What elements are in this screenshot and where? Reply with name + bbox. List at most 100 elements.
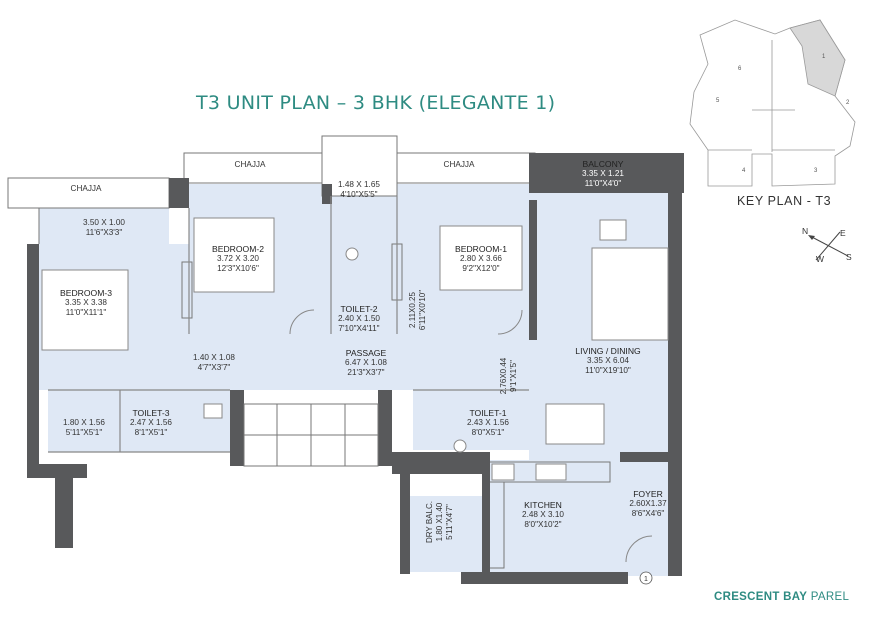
wall <box>529 200 537 340</box>
wall <box>55 478 73 548</box>
bedroom2-metric: 3.72 X 3.20 <box>217 254 259 263</box>
bedroom3-balcony-floor <box>39 208 169 244</box>
wc-2 <box>345 247 359 261</box>
entry-marker-label: 1 <box>644 576 648 583</box>
shaft-label: 2.76X0.44 9'1"X1'5" <box>499 358 519 394</box>
store-left-metric: 1.80 X 1.56 <box>63 418 105 427</box>
shaft-metric: 2.76X0.44 <box>499 357 508 395</box>
toilet1-floor <box>413 390 529 450</box>
foyer-metric: 2.60X1.37 <box>629 499 667 508</box>
furniture <box>41 217 669 481</box>
bedroom3-balcony-metric: 3.50 X 1.00 <box>83 218 125 227</box>
balcony-label: BALCONY 3.35 X 1.21 11'0"X4'0" <box>582 159 624 189</box>
toilet3-label: TOILET-3 2.47 X 1.56 8'1"X5'1" <box>130 408 172 438</box>
key-plan-caption: KEY PLAN - T3 <box>737 194 832 208</box>
key-unit-5-label: 5 <box>716 98 720 104</box>
wall <box>620 452 668 462</box>
toilet3-imperial: 8'1"X5'1" <box>134 428 168 437</box>
wall <box>230 390 244 466</box>
toilet2-imperial: 7'10"X4'11" <box>338 324 380 333</box>
foyer-imperial: 8'6"X4'6" <box>631 509 665 518</box>
brand-name: CRESCENT BAY <box>714 591 808 603</box>
duct-imperial: 6'11"X0'10" <box>418 289 427 331</box>
key-unit-6-label: 6 <box>738 66 742 72</box>
compass-e: E <box>840 228 846 238</box>
bedroom3-label: BEDROOM-3 3.35 X 3.38 11'0"X11'1" <box>60 288 112 318</box>
key-unit-4-label: 4 <box>742 168 746 174</box>
key-plan-drawing <box>689 19 856 187</box>
interior-partitions <box>48 196 529 453</box>
key-unit-1 <box>789 19 846 97</box>
dry-balcony-name: DRY BALC. <box>425 501 434 543</box>
kitchen-name: KITCHEN <box>524 500 562 510</box>
wall <box>169 178 189 208</box>
compass-s: S <box>846 252 852 262</box>
bedroom1-label: BEDROOM-1 2.80 X 3.66 9'2"X12'0" <box>455 244 507 274</box>
store-left-imperial: 5'11"X5'1" <box>65 428 103 437</box>
living-name: LIVING / DINING <box>575 346 641 356</box>
bedroom1-metric: 2.80 X 3.66 <box>460 254 502 263</box>
dry-balcony-label: DRY BALC. 1.80 X1.40 5'11"X4'7" <box>425 501 455 543</box>
sink-3 <box>203 403 223 419</box>
foyer-name: FOYER <box>633 489 663 499</box>
bedroom3-metric: 3.35 X 3.38 <box>65 298 107 307</box>
wall-balcony <box>536 153 684 193</box>
kitchen-imperial: 8'0"X10'2" <box>524 520 562 529</box>
wall <box>378 390 392 466</box>
wall <box>482 452 490 572</box>
walls <box>27 153 684 584</box>
bed-1 <box>439 225 523 291</box>
wall <box>27 244 39 464</box>
stairs <box>243 403 379 467</box>
toilet3-floor <box>48 390 230 452</box>
bedroom3-name: BEDROOM-3 <box>59 288 113 298</box>
bedroom2-label: BEDROOM-2 3.72 X 3.20 12'3"X10'6" <box>212 244 264 274</box>
lobby-metric: 1.40 X 1.08 <box>193 353 235 362</box>
brand-suffix: PAREL <box>810 591 850 603</box>
key-unit-numbers: 1 2 3 4 5 6 <box>716 54 850 174</box>
key-unit-3-label: 3 <box>814 168 818 174</box>
compass-w: W <box>816 254 825 264</box>
shaft-imperial: 9'1"X1'5" <box>509 360 518 392</box>
kitchen-sink <box>491 463 515 481</box>
balcony-name: BALCONY <box>582 159 624 169</box>
passage-label: PASSAGE 6.47 X 1.08 21'3"X3'7" <box>345 348 387 378</box>
drybalc-floor <box>409 496 482 572</box>
passage-name: PASSAGE <box>345 348 387 358</box>
duct-metric: 2.11X0.25 <box>408 292 417 328</box>
toilet2-label: TOILET-2 2.40 X 1.50 7'10"X4'11" <box>338 304 380 334</box>
chajja-right-label: CHAJJA <box>443 160 475 169</box>
living-imperial: 11'0"X19'10" <box>585 366 631 375</box>
wall <box>27 464 87 478</box>
dry-balcony-metric: 1.80 X1.40 <box>435 502 444 542</box>
armchair <box>599 219 627 241</box>
balcony-metric: 3.35 X 1.21 <box>582 169 624 178</box>
key-unit-1-label: 1 <box>822 54 826 60</box>
bed-2 <box>193 217 275 293</box>
top-store-metric: 1.48 X 1.65 <box>338 180 380 189</box>
compass-n: N <box>802 226 809 236</box>
toilet1-metric: 2.43 X 1.56 <box>467 418 509 427</box>
top-store-imperial: 4'10"X5'5" <box>340 190 378 199</box>
wardrobe-1 <box>181 261 193 319</box>
passage-imperial: 21'3"X3'7" <box>347 368 385 377</box>
wall <box>461 572 628 584</box>
doors <box>289 309 653 563</box>
compass: N E S W <box>800 224 860 268</box>
bed-3 <box>41 269 129 351</box>
lobby-label: 1.40 X 1.08 4'7"X3'7" <box>193 353 235 373</box>
toilet2-floor <box>331 196 397 336</box>
wc-1 <box>453 439 467 453</box>
toilet1-imperial: 8'0"X5'1" <box>471 428 505 437</box>
bedroom1-imperial: 9'2"X12'0" <box>462 264 500 273</box>
brand-logo: CRESCENT BAY PAREL <box>714 591 849 603</box>
top-store-outline <box>321 135 398 197</box>
bedroom2-name: BEDROOM-2 <box>211 244 265 254</box>
kitchen-metric: 2.48 X 3.10 <box>522 510 564 519</box>
bedroom3-balcony-label: 3.50 X 1.00 11'6"X3'3" <box>83 218 125 238</box>
entry-marker-circle <box>639 571 653 585</box>
kitchen-label: KITCHEN 2.48 X 3.10 8'0"X10'2" <box>522 500 564 530</box>
plan-title: T3 UNIT PLAN – 3 BHK (ELEGANTE 1) <box>196 92 556 114</box>
hob <box>535 463 567 481</box>
